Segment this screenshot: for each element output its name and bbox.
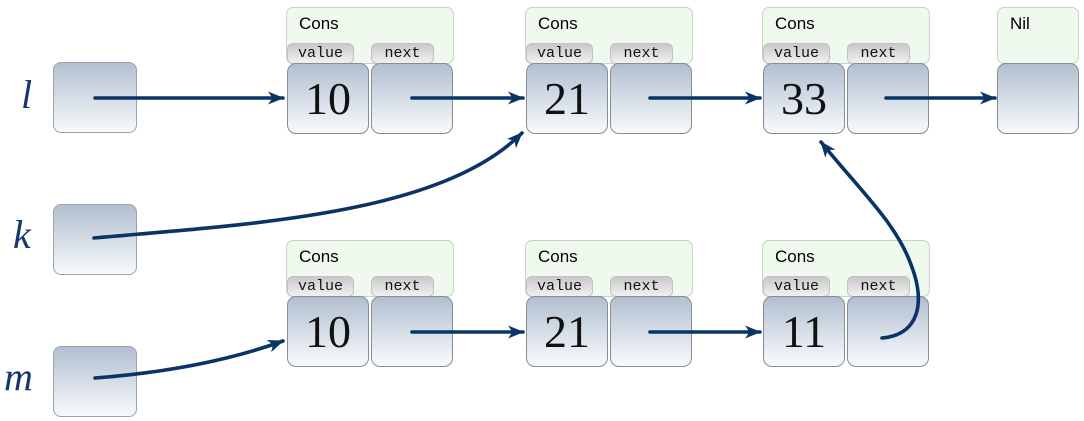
- node-title: Cons: [299, 14, 339, 33]
- cons-node-top-3: Cons value next 33: [762, 7, 930, 135]
- value-cell: 33: [763, 63, 845, 134]
- variable-label-m: m: [4, 354, 33, 399]
- node-title: Cons: [538, 247, 578, 266]
- field-tab-value: value: [287, 276, 354, 297]
- cons-node-top-1: Cons value next 10: [286, 7, 454, 135]
- field-tab-value: value: [763, 276, 830, 297]
- field-tab-value: value: [763, 43, 830, 64]
- cons-node-bottom-2: Cons value next 21: [525, 240, 693, 368]
- field-tab-next: next: [371, 276, 434, 297]
- field-tab-next: next: [371, 43, 434, 64]
- field-tab-next: next: [847, 276, 910, 297]
- nil-cell: [997, 63, 1079, 134]
- variable-box-m: [53, 346, 137, 417]
- node-title: Cons: [299, 247, 339, 266]
- variable-label-k: k: [13, 212, 31, 257]
- field-tab-next: next: [610, 43, 673, 64]
- field-tab-next: next: [610, 276, 673, 297]
- next-cell: [847, 296, 929, 367]
- field-tab-value: value: [287, 43, 354, 64]
- next-cell: [847, 63, 929, 134]
- cons-node-top-2: Cons value next 21: [525, 7, 693, 135]
- node-title: Cons: [775, 14, 815, 33]
- value-cell: 10: [287, 63, 369, 134]
- node-header: [997, 7, 1079, 64]
- next-cell: [610, 63, 692, 134]
- value-cell: 11: [763, 296, 845, 367]
- field-tab-value: value: [526, 43, 593, 64]
- value-cell: 21: [526, 63, 608, 134]
- variable-box-k: [53, 204, 137, 275]
- arrow-k-to-cons21: [92, 131, 524, 240]
- cons-node-bottom-3: Cons value next 11: [762, 240, 930, 368]
- nil-node: Nil: [997, 7, 1079, 135]
- node-title: Cons: [775, 247, 815, 266]
- value-cell: 21: [526, 296, 608, 367]
- field-tab-next: next: [847, 43, 910, 64]
- next-cell: [371, 296, 453, 367]
- next-cell: [371, 63, 453, 134]
- node-title: Nil: [1010, 14, 1030, 33]
- value-cell: 10: [287, 296, 369, 367]
- node-title: Cons: [538, 14, 578, 33]
- next-cell: [610, 296, 692, 367]
- cons-node-bottom-1: Cons value next 10: [286, 240, 454, 368]
- variable-box-l: [53, 62, 137, 133]
- variable-label-l: l: [21, 72, 33, 117]
- field-tab-value: value: [526, 276, 593, 297]
